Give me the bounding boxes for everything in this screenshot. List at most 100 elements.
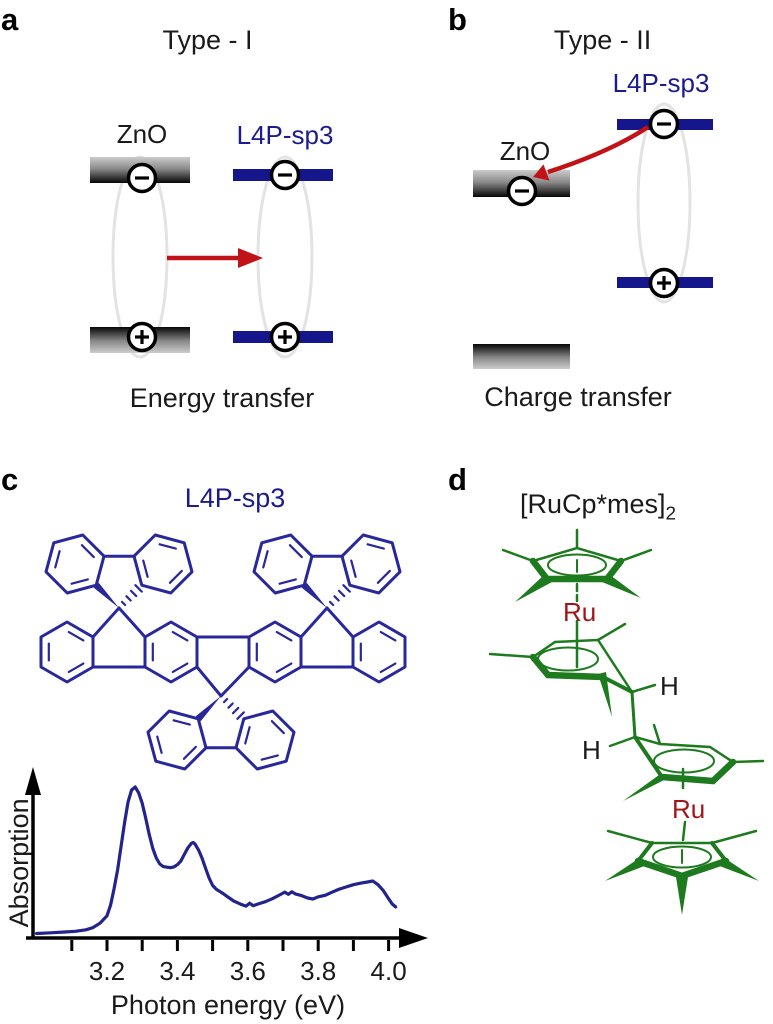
panel-b-caption: Charge transfer bbox=[484, 382, 672, 412]
hole-circle bbox=[269, 321, 301, 353]
panel-c-letter: c bbox=[1, 462, 19, 497]
bond bbox=[156, 735, 163, 754]
benzene-ring bbox=[340, 533, 402, 595]
wedge-bond bbox=[93, 582, 119, 608]
absorption-spectrum bbox=[25, 767, 428, 951]
benzene-ring bbox=[234, 709, 296, 771]
bond bbox=[195, 665, 223, 698]
ru-label-top: Ru bbox=[563, 597, 597, 627]
bond bbox=[262, 550, 269, 569]
wedge-bond bbox=[301, 582, 327, 608]
rucpmes-structure bbox=[488, 528, 765, 915]
absorption-curve bbox=[34, 785, 398, 936]
bond bbox=[325, 606, 355, 639]
bond bbox=[288, 544, 303, 559]
benzene-ring bbox=[252, 533, 314, 595]
bond bbox=[158, 543, 177, 550]
panel-b-zno-label: ZnO bbox=[499, 136, 551, 166]
x-tick-label-3.2: 3.2 bbox=[88, 956, 126, 986]
panel-a-diagram bbox=[90, 155, 333, 359]
cp-star-ring-top bbox=[501, 528, 653, 603]
x-tick-label-3.4: 3.4 bbox=[159, 956, 196, 986]
bond bbox=[227, 702, 234, 709]
bond bbox=[333, 595, 340, 602]
x-axis bbox=[26, 928, 428, 948]
bond bbox=[342, 584, 351, 593]
cp-star-ring-bottom bbox=[605, 829, 759, 915]
mesitylene-ring-2 bbox=[608, 723, 765, 801]
bond bbox=[134, 584, 143, 593]
hole-circle bbox=[126, 321, 158, 353]
panel-b-diagram bbox=[473, 102, 713, 369]
x-tick-label-3.8: 3.8 bbox=[300, 956, 337, 986]
panel-a-caption: Energy transfer bbox=[129, 383, 315, 413]
wedge-bond bbox=[195, 696, 221, 722]
bond bbox=[350, 559, 357, 578]
panel-a-molecule-label: L4P-sp3 bbox=[236, 120, 334, 150]
bond bbox=[54, 550, 61, 569]
bond bbox=[70, 578, 89, 585]
panel-a-zno-label: ZnO bbox=[116, 119, 168, 149]
bond bbox=[67, 630, 85, 642]
panel-d-title: [RuCp*mes]2 bbox=[508, 489, 688, 525]
electron-circle bbox=[269, 159, 301, 191]
bond bbox=[67, 662, 85, 674]
bond bbox=[366, 543, 385, 550]
panel-b-title: Type - II bbox=[553, 25, 652, 55]
bond bbox=[80, 544, 95, 559]
bond bbox=[172, 719, 191, 726]
h-label-1: H bbox=[660, 671, 679, 701]
bond bbox=[129, 589, 138, 598]
bond bbox=[91, 606, 121, 639]
bond bbox=[376, 569, 391, 584]
bond bbox=[278, 578, 297, 585]
bond bbox=[337, 589, 346, 598]
bond bbox=[236, 711, 245, 720]
panel-b-molecule-label: L4P-sp3 bbox=[612, 68, 710, 98]
charge-transfer-arrow bbox=[533, 125, 650, 181]
panel-c-molecule-title: L4P-sp3 bbox=[184, 483, 286, 513]
x-tick-label-3.6: 3.6 bbox=[229, 956, 266, 986]
bond bbox=[168, 569, 183, 584]
bond bbox=[171, 630, 189, 642]
electron-circle bbox=[648, 108, 680, 140]
bond bbox=[275, 630, 293, 642]
bond bbox=[328, 600, 335, 607]
bond bbox=[379, 630, 397, 642]
bond bbox=[182, 745, 197, 760]
bond bbox=[219, 665, 251, 698]
hole-circle bbox=[648, 267, 680, 299]
bond bbox=[120, 600, 127, 607]
electron-circle bbox=[126, 162, 158, 194]
electron-circle bbox=[506, 175, 538, 207]
x-axis-ticks bbox=[70, 940, 391, 951]
panel-b-letter: b bbox=[448, 2, 467, 37]
bond bbox=[270, 720, 285, 735]
ru-label-bottom: Ru bbox=[672, 794, 706, 824]
spectrum-xlabel: Photon energy (eV) bbox=[110, 990, 346, 1020]
panel-a-letter: a bbox=[1, 2, 19, 37]
bond bbox=[244, 726, 251, 745]
mesitylene-ring-1 bbox=[488, 622, 657, 739]
panel-a-title: Type - I bbox=[162, 25, 253, 55]
benzene-ring bbox=[44, 533, 106, 595]
bond bbox=[231, 706, 240, 715]
h-label-2: H bbox=[582, 735, 601, 765]
exciton-ellipse-l4p bbox=[636, 102, 692, 304]
bond bbox=[222, 697, 229, 704]
panel-d-title-main: [RuCp*mes] bbox=[519, 489, 666, 519]
x-tick-label-4.0: 4.0 bbox=[370, 956, 407, 986]
bond bbox=[379, 662, 397, 674]
benzene-ring bbox=[132, 533, 194, 595]
panel-d-title-subscript: 2 bbox=[665, 503, 677, 525]
bond bbox=[299, 606, 329, 639]
bond bbox=[142, 559, 149, 578]
bond bbox=[260, 754, 279, 761]
l4p-sp3-structure bbox=[39, 533, 407, 771]
bond bbox=[117, 606, 147, 639]
bond bbox=[275, 662, 293, 674]
energy-transfer-arrow bbox=[167, 248, 263, 268]
benzene-ring bbox=[146, 709, 208, 771]
bond bbox=[171, 662, 189, 674]
